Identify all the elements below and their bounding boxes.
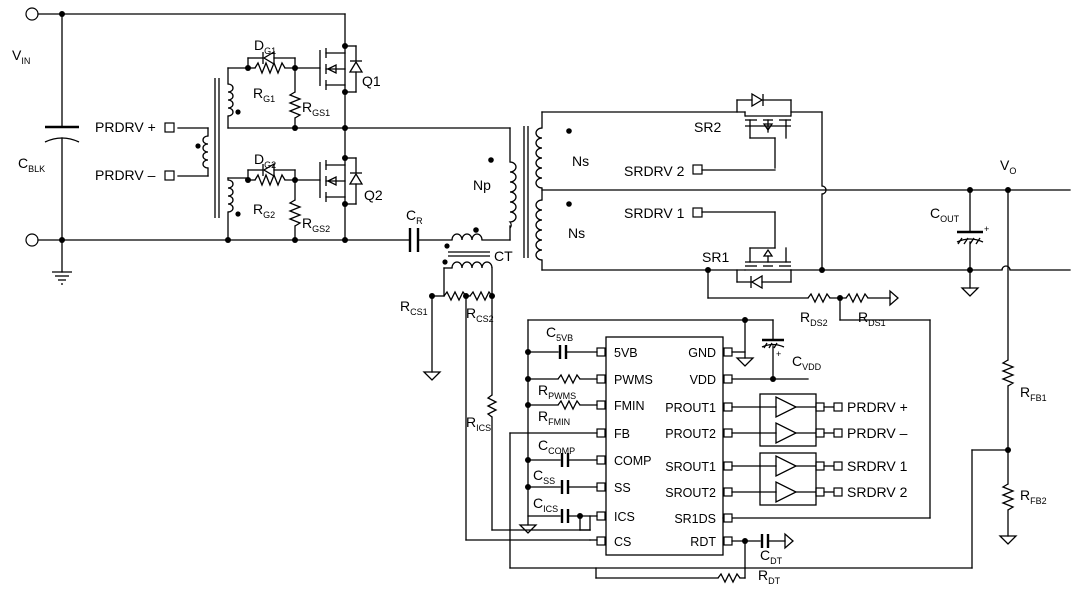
dg1-label: DG1	[254, 37, 276, 56]
dg2-label: DG2	[254, 151, 276, 170]
ground-symbol	[52, 271, 72, 285]
rfmin-label: RFMIN	[538, 408, 570, 427]
ct-label: CT	[494, 248, 513, 264]
switch-node	[344, 127, 511, 163]
ic-pin-fmin: FMIN	[614, 399, 645, 413]
rcs1-label: RCS1	[400, 298, 428, 317]
q1-gate-drive	[227, 43, 364, 131]
ic-pin-prout2: PROUT2	[665, 427, 716, 441]
rg2-label: RG2	[253, 201, 275, 220]
ic-right-network: +	[595, 317, 843, 584]
cblk-label: CBLK	[18, 155, 45, 174]
prdrv-minus-input-label: PRDRV –	[95, 167, 156, 183]
q1-label: Q1	[362, 73, 381, 89]
srdrv2-output-label: SRDRV 2	[847, 484, 908, 500]
sr2-mosfet	[736, 92, 827, 271]
vin-negative-terminal	[25, 233, 39, 247]
rfb2-label: RFB2	[1020, 487, 1047, 506]
rds2-label: RDS2	[800, 309, 828, 328]
cout-capacitor: +	[956, 189, 989, 297]
rgs1-label: RGS1	[302, 99, 330, 118]
ic-left-network	[509, 319, 746, 569]
ic-right-pins	[723, 347, 733, 546]
ic-pin-rdt: RDT	[690, 535, 716, 549]
prdrv-plus-input-pin	[164, 122, 175, 133]
vo-label: VO	[1000, 157, 1016, 176]
main-transformer-secondary	[535, 111, 1071, 271]
ic-pin-srout1: SROUT1	[665, 460, 716, 474]
prdrv-plus-output-label: PRDRV +	[847, 399, 908, 415]
sr2-label: SR2	[694, 119, 721, 135]
ic-pin-cs: CS	[614, 535, 631, 549]
ic-pin-5vb: 5VB	[614, 346, 638, 360]
ic-pin-vdd: VDD	[690, 373, 716, 387]
ns-bottom-label: Ns	[568, 225, 585, 241]
vin-label: VIN	[12, 47, 30, 66]
rdt-label: RDT	[758, 567, 781, 586]
resonant-capacitor-cr	[408, 228, 453, 252]
srdrv1-output-label: SRDRV 1	[847, 458, 908, 474]
cdt-label: CDT	[760, 547, 783, 566]
cout-label: COUT	[930, 205, 960, 224]
srdrv2-input-label: SRDRV 2	[624, 163, 685, 179]
prdrv-minus-input-pin	[164, 170, 175, 181]
ic-pin-sr1ds: SR1DS	[674, 512, 716, 526]
gate-drive-transformer	[177, 78, 241, 218]
q2-gate-drive	[227, 127, 364, 241]
srdrv2-input-pin	[692, 164, 703, 175]
cics-label: CICS	[533, 495, 558, 514]
vin-positive-terminal	[25, 7, 39, 21]
np-label: Np	[473, 177, 491, 193]
ic-pin-ss: SS	[614, 481, 631, 495]
svg-text:+: +	[776, 349, 781, 359]
sr1-label: SR1	[702, 249, 729, 265]
cvdd-label: CVDD	[792, 353, 822, 372]
ic-pin-fb: FB	[614, 427, 630, 441]
rfb1-label: RFB1	[1020, 384, 1047, 403]
svg-text:+: +	[984, 224, 989, 234]
rg1-label: RG1	[253, 85, 275, 104]
ns-top-label: Ns	[572, 153, 589, 169]
sr1ds-sense-network	[722, 289, 931, 519]
srdrv1-input-pin	[692, 207, 703, 218]
rpwms-label: RPWMS	[538, 382, 576, 401]
rcs2-label: RCS2	[466, 305, 494, 324]
cblk-capacitor	[44, 13, 80, 241]
ic-left-pins	[596, 347, 606, 546]
ic-pin-pwms: PWMS	[614, 373, 653, 387]
sr1-mosfet	[705, 247, 825, 299]
current-transformer-ct	[442, 225, 511, 297]
controller-ic	[605, 336, 724, 556]
rgs2-label: RGS2	[302, 215, 330, 234]
ic-pin-srout2: SROUT2	[665, 486, 716, 500]
rds1-label: RDS1	[858, 309, 886, 328]
rics-label: RICS	[466, 414, 491, 433]
ic-pin-prout1: PROUT1	[665, 401, 716, 415]
ccomp-label: CCOMP	[538, 437, 575, 456]
cr-label: CR	[406, 207, 423, 226]
current-sense-network	[422, 290, 591, 541]
prdrv-plus-input-label: PRDRV +	[95, 119, 156, 135]
c5vb-label: C5VB	[546, 324, 573, 343]
main-transformer-primary	[473, 126, 529, 258]
q2-label: Q2	[364, 187, 383, 203]
output-rails	[821, 187, 1071, 361]
css-label: CSS	[533, 467, 555, 486]
srdrv1-input-label: SRDRV 1	[624, 205, 685, 221]
prdrv-minus-output-label: PRDRV –	[847, 425, 908, 441]
primary-rails	[25, 7, 411, 273]
ic-pin-comp: COMP	[614, 454, 652, 468]
ic-pin-ics: ICS	[614, 510, 635, 524]
feedback-divider	[509, 359, 1018, 569]
ic-pin-gnd: GND	[688, 346, 716, 360]
